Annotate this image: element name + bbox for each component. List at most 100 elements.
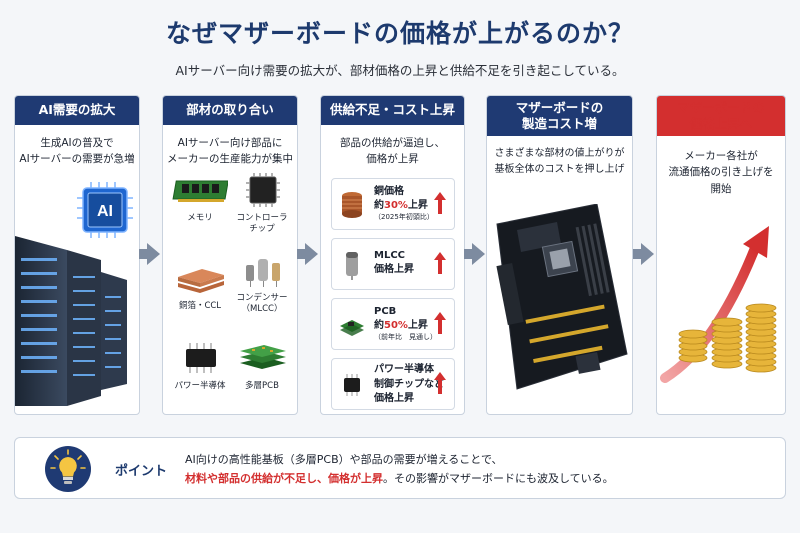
supply-item-text: パワー半導体 制御チップなど 価格上昇: [374, 363, 444, 407]
point-line-2: 材料や部品の供給が不足し、価格が上昇。その影響がマザーボードにも波及している。: [185, 469, 614, 488]
supply-item-change: 価格上昇: [374, 393, 414, 404]
material-label: （MLCC）: [241, 304, 283, 315]
supply-note: （前年比 見通し）: [374, 333, 437, 341]
material-label: 多層PCB: [245, 381, 279, 391]
panel-manufacturing-cost: マザーボードの 製造コスト増 さまざまな部材の値上がりが 基板全体のコストを押し…: [486, 95, 633, 415]
point-label: ポイント: [115, 464, 168, 479]
copper-foil-icon: [178, 269, 224, 293]
desc-line: 流通価格の引き上げを: [668, 166, 774, 179]
ai-server-rack-illustration: AI: [15, 182, 133, 406]
supply-item-name: パワー半導体: [374, 364, 434, 375]
material-label: チップ: [249, 224, 275, 235]
panel-desc-ai-demand: 生成AIの普及で AIサーバーの需要が急増: [15, 135, 139, 168]
supply-suffix: 上昇: [407, 200, 428, 211]
panel-desc-materials: AIサーバー向け部品に メーカーの生産能力が集中: [163, 135, 297, 168]
supply-item-copper: 銅価格 約30%上昇 （2025年初頭比）: [331, 178, 455, 230]
server-racks: [15, 236, 127, 406]
desc-line: メーカー各社が: [684, 150, 758, 162]
desc-line: 基板全体のコストを押し上げ: [494, 163, 625, 175]
header-line: マザーボードの: [515, 99, 604, 115]
lightbulb-icon: [45, 446, 91, 492]
supply-item-text: PCB 約50%上昇 （前年比 見通し）: [374, 305, 437, 343]
supply-item-name: PCB: [374, 306, 397, 317]
panel-header-supply: 供給不足・コスト上昇: [321, 96, 464, 125]
pcb-board-icon: [340, 320, 364, 336]
material-label: コントローラ: [236, 213, 288, 223]
panel-desc-price-rise: メーカー各社が 流通価格の引き上げを 開始: [657, 148, 785, 197]
material-power-semi: パワー半導体: [169, 339, 231, 392]
panel-desc-manufacturing-cost: さまざまな部材の値上がりが 基板全体のコストを押し上げ: [487, 146, 632, 177]
capacitor-icon: [246, 259, 280, 287]
material-capacitor: コンデンサー （MLCC）: [231, 251, 293, 315]
desc-line: 開始: [710, 182, 732, 195]
coin-stack-large: [745, 303, 777, 373]
supply-suffix: 上昇: [407, 320, 428, 331]
coin-stack-small: [678, 329, 708, 363]
panel-header-manufacturing-cost: マザーボードの 製造コスト増: [487, 96, 632, 136]
memory-icon: [172, 180, 228, 202]
point-line-2-rest: 。その影響がマザーボードにも波及している。: [383, 472, 614, 486]
point-line-1: AI向けの高性能基板（多層PCB）や部品の需要が増えることで、: [185, 453, 503, 466]
desc-line: AIサーバーの需要が急増: [19, 153, 135, 166]
supply-item-change: 制御チップなど: [374, 378, 444, 390]
up-arrow-icon: [434, 372, 446, 394]
supply-item-power-semi: パワー半導体 制御チップなど 価格上昇: [331, 358, 455, 410]
point-highlight: 材料や部品の供給が不足し、価格が上昇: [185, 472, 383, 486]
desc-line: 生成AIの普及で: [40, 137, 114, 149]
supply-item-name: MLCC: [374, 250, 406, 261]
supply-item-change: 価格上昇: [374, 264, 414, 275]
power-semiconductor-icon: [186, 343, 216, 373]
mlcc-capacitor-icon: [346, 252, 358, 280]
flow-arrow-3: [464, 243, 485, 265]
up-arrow-icon: [434, 252, 446, 274]
multilayer-pcb-icon: [240, 345, 286, 369]
material-label: メモリ: [187, 213, 213, 223]
supply-percent: 30%: [384, 200, 408, 211]
material-memory: メモリ: [169, 171, 231, 224]
coin-stack-medium: [711, 317, 743, 369]
controller-chip-icon: [246, 173, 280, 207]
material-controller-chip: コントローラ チップ: [231, 171, 293, 235]
panel-header-ai-demand: AI需要の拡大: [15, 96, 139, 125]
panel-header-materials: 部材の取り合い: [163, 96, 297, 125]
supply-item-name: 銅価格: [374, 186, 404, 197]
material-multilayer-pcb: 多層PCB: [231, 339, 293, 392]
material-label: コンデンサー: [236, 293, 288, 303]
point-summary: ポイント AI向けの高性能基板（多層PCB）や部品の需要が増えることで、 材料や…: [14, 437, 786, 499]
supply-percent: 50%: [384, 320, 408, 331]
motherboard-illustration: [496, 204, 628, 390]
material-copper-ccl: 銅箔・CCL: [169, 259, 231, 312]
up-arrow-icon: [434, 312, 446, 334]
flow-arrow-2: [297, 243, 318, 265]
flow-arrow-4: [633, 243, 654, 265]
desc-line: AIサーバー向け部品に: [177, 137, 283, 149]
panel-ai-demand: AI需要の拡大 生成AIの普及で AIサーバーの需要が急増 AI: [14, 95, 140, 415]
supply-prefix: 約: [374, 200, 384, 211]
copper-coil-icon: [342, 192, 362, 218]
desc-line: 価格が上昇: [366, 153, 419, 166]
header-line: 価格上昇へ: [689, 116, 753, 131]
panel-price-rise: マザーボードの 価格上昇へ メーカー各社が 流通価格の引き上げを 開始: [656, 95, 786, 415]
panel-desc-supply: 部品の供給が逼迫し、 価格が上昇: [321, 135, 464, 168]
supply-item-mlcc: MLCC 価格上昇: [331, 238, 455, 290]
desc-line: メーカーの生産能力が集中: [167, 153, 293, 166]
point-text: AI向けの高性能基板（多層PCB）や部品の需要が増えることで、 材料や部品の供給…: [185, 450, 614, 489]
up-arrow-icon: [434, 192, 446, 214]
header-line: 製造コスト増: [521, 116, 597, 131]
ai-chip-icon: [77, 182, 133, 238]
header-line: マザーボードの: [677, 99, 765, 115]
supply-item-pcb: PCB 約50%上昇 （前年比 見通し）: [331, 298, 455, 350]
supply-item-change: 約50%上昇: [374, 319, 437, 333]
supply-note: （2025年初頭比）: [374, 213, 434, 221]
supply-item-text: 銅価格 約30%上昇 （2025年初頭比）: [374, 185, 434, 223]
power-chip-icon: [344, 374, 360, 396]
material-label: 銅箔・CCL: [178, 301, 222, 311]
panel-supply: 供給不足・コスト上昇 部品の供給が逼迫し、 価格が上昇 銅価格 約30%上昇 （…: [320, 95, 465, 415]
flow-arrow-1: [139, 243, 160, 265]
page-title: なぜマザーボードの価格が上がるのか？: [165, 19, 634, 48]
supply-item-change: 約30%上昇: [374, 199, 434, 213]
coins-rising-arrow-illustration: [660, 226, 777, 383]
desc-line: さまざまな部材の値上がりが: [494, 148, 625, 159]
supply-prefix: 約: [374, 320, 384, 331]
page-subtitle: AIサーバー向け需要の拡大が、部材価格の上昇と供給不足を引き起こしている。: [175, 63, 625, 78]
